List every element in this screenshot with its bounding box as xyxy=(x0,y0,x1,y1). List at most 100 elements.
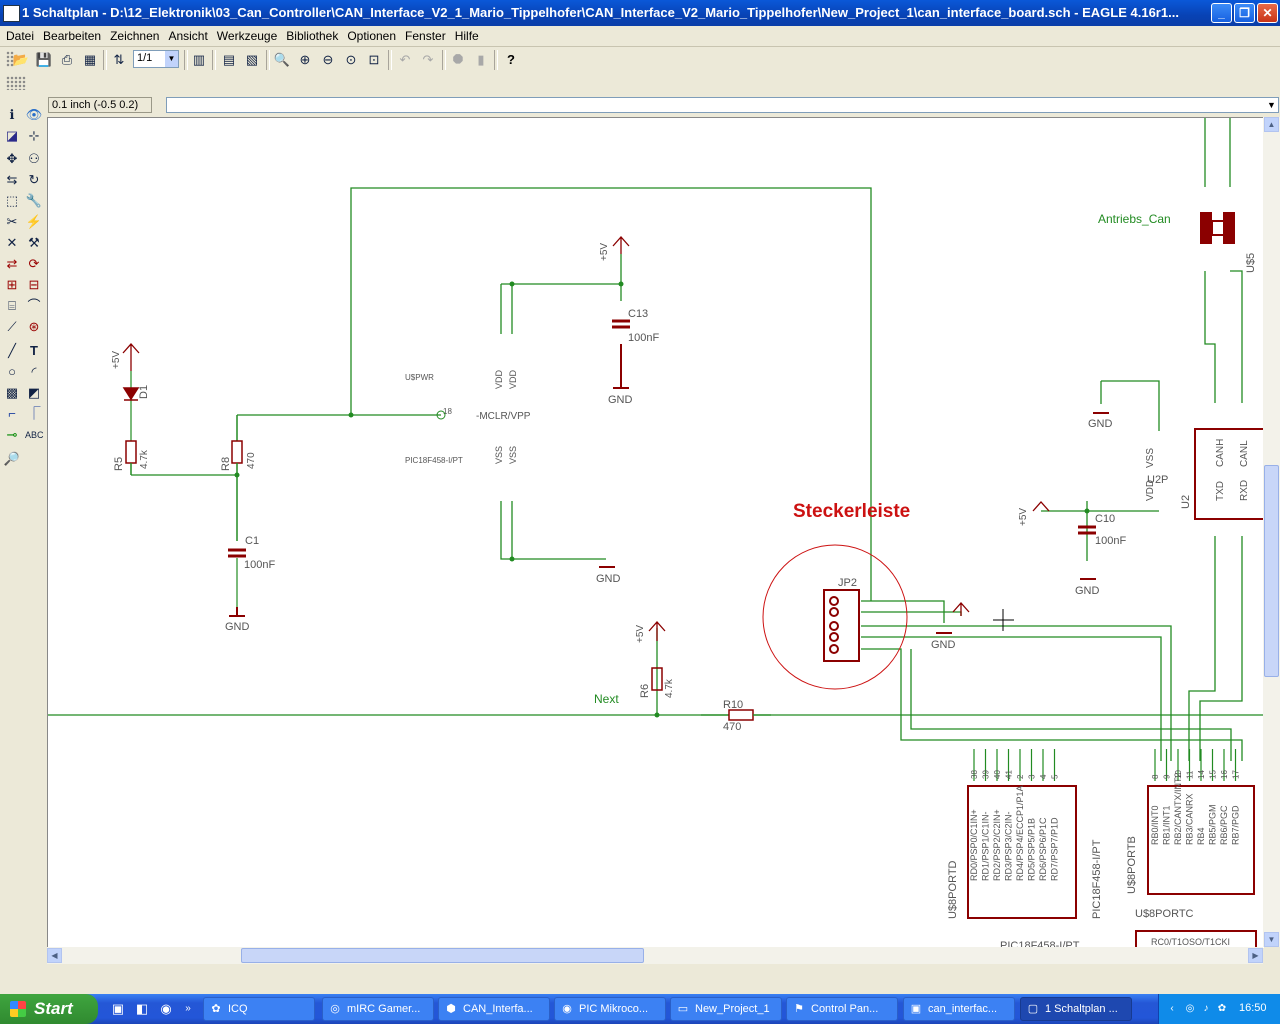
zoom-in-icon[interactable]: ⊕ xyxy=(299,52,311,67)
erc-icon[interactable]: 🔎 xyxy=(3,451,21,466)
menu-fenster[interactable]: Fenster xyxy=(405,29,446,43)
mirror-icon[interactable]: ⇆ xyxy=(6,172,18,187)
stop-icon[interactable]: ⯃ xyxy=(452,52,464,67)
scroll-left-icon[interactable]: ◀ xyxy=(47,948,62,963)
label-icon[interactable]: ABC xyxy=(25,430,44,440)
toolbar-grip[interactable] xyxy=(6,51,14,67)
polygon-icon[interactable]: ◩ xyxy=(27,385,41,400)
task-mirc[interactable]: ◎mIRC Gamer... xyxy=(322,997,434,1021)
tray-volume-icon[interactable]: ♪ xyxy=(1203,1003,1209,1014)
arc-icon[interactable]: ◜ xyxy=(31,364,37,379)
name-icon[interactable]: ⊞ xyxy=(6,277,18,292)
start-button[interactable]: Start xyxy=(0,994,98,1024)
pin-vdd-u2: VDD xyxy=(1145,480,1156,501)
pin-rxd: RXD xyxy=(1239,480,1250,501)
mark-icon[interactable]: ⊹ xyxy=(28,128,40,143)
cut-icon[interactable]: ⚡ xyxy=(25,214,43,229)
scroll-right-icon[interactable]: ▶ xyxy=(1248,948,1263,963)
split-icon[interactable]: ⟋ xyxy=(7,319,17,334)
undo-icon[interactable]: ↶ xyxy=(399,52,411,67)
pinswap-icon[interactable]: ⇄ xyxy=(6,256,18,271)
schematic-drawing[interactable]: +5V +5V +5V +5V GND GND GND GND GND GND … xyxy=(48,118,1264,948)
zoom-fit-icon[interactable]: 🔍 xyxy=(273,52,291,67)
menu-hilfe[interactable]: Hilfe xyxy=(454,29,479,43)
zoom-out-icon[interactable]: ⊖ xyxy=(322,52,334,67)
horizontal-scroll-thumb[interactable] xyxy=(241,948,644,963)
value-icon[interactable]: ⊟ xyxy=(28,277,40,292)
close-button[interactable]: ✕ xyxy=(1257,3,1278,23)
change-icon[interactable]: 🔧 xyxy=(25,193,43,208)
pin-canl: CANL xyxy=(1239,440,1250,467)
firefox-icon[interactable]: ◉ xyxy=(160,1001,172,1016)
sheet-icon[interactable]: ⇅ xyxy=(113,52,125,67)
zoom-area-icon[interactable]: ⊡ xyxy=(368,52,380,67)
part-value-c1: 100nF xyxy=(244,559,275,571)
tray-mirc-icon[interactable]: ◎ xyxy=(1185,1003,1195,1014)
maximize-button[interactable]: ❐ xyxy=(1234,3,1255,23)
more-quicklaunch-icon[interactable]: » xyxy=(185,1003,191,1014)
task-schaltplan[interactable]: ▢1 Schaltplan ... xyxy=(1020,997,1132,1021)
vertical-scroll-thumb[interactable] xyxy=(1264,465,1279,677)
miter-icon[interactable]: ⌒ xyxy=(27,298,41,313)
scroll-down-icon[interactable]: ▼ xyxy=(1264,932,1279,947)
wire-icon[interactable]: ╱ xyxy=(8,343,16,358)
move-icon[interactable]: ✥ xyxy=(6,151,18,166)
menu-bibliothek[interactable]: Bibliothek xyxy=(286,29,339,43)
net-icon[interactable]: ⎾ xyxy=(27,406,41,421)
group-icon[interactable]: ⬚ xyxy=(5,193,19,208)
go-icon[interactable]: ▮ xyxy=(477,52,485,67)
menu-ansicht[interactable]: Ansicht xyxy=(168,29,208,43)
bus-icon[interactable]: ⌐ xyxy=(8,406,16,421)
add-icon[interactable]: ⚒ xyxy=(28,235,40,250)
invoke-icon[interactable]: ⊛ xyxy=(28,319,40,334)
tray-expand-icon[interactable]: ‹ xyxy=(1170,1003,1174,1014)
cam-icon[interactable]: ▦ xyxy=(83,52,97,67)
schematic-canvas[interactable]: +5V +5V +5V +5V GND GND GND GND GND GND … xyxy=(47,117,1264,948)
text-icon[interactable]: T xyxy=(30,343,38,358)
save-icon[interactable]: 💾 xyxy=(35,52,53,67)
task-pic-mikrocontroller[interactable]: ◉PIC Mikroco... xyxy=(554,997,666,1021)
board-icon[interactable]: ▥ xyxy=(192,52,206,67)
vertical-scrollbar[interactable]: ▲ ▼ xyxy=(1263,117,1280,947)
rect-icon[interactable]: ▩ xyxy=(5,385,19,400)
horizontal-scrollbar[interactable]: ◀ ▶ xyxy=(47,947,1263,964)
zoom-redraw-icon[interactable]: ⊙ xyxy=(345,52,357,67)
eagle-app-icon[interactable] xyxy=(3,5,20,22)
ulp-icon[interactable]: ▧ xyxy=(245,52,259,67)
task-control-panel[interactable]: ⚑Control Pan... xyxy=(786,997,898,1021)
replace-icon[interactable]: ⟳ xyxy=(28,256,40,271)
toolbar-grip[interactable] xyxy=(6,76,26,90)
open-icon[interactable]: 📂 xyxy=(12,52,30,67)
display-icon[interactable]: ◪ xyxy=(5,128,19,143)
task-can-interface-board[interactable]: ▣can_interfac... xyxy=(903,997,1015,1021)
delete-icon[interactable]: ✕ xyxy=(6,235,18,250)
junction-icon[interactable]: ⊸ xyxy=(6,427,18,442)
smash-icon[interactable]: ⌸ xyxy=(8,298,16,313)
menu-werkzeuge[interactable]: Werkzeuge xyxy=(216,29,278,43)
part-name-c13: C13 xyxy=(628,308,648,320)
help-icon[interactable]: ? xyxy=(507,52,515,67)
menu-bearbeiten[interactable]: Bearbeiten xyxy=(43,29,102,43)
tray-icq-icon[interactable]: ✿ xyxy=(1217,1003,1227,1014)
redo-icon[interactable]: ↷ xyxy=(422,52,434,67)
menu-datei[interactable]: Datei xyxy=(6,29,35,43)
paste-icon[interactable]: ✂ xyxy=(6,214,18,229)
scroll-up-icon[interactable]: ▲ xyxy=(1264,117,1279,132)
task-new-project[interactable]: ▭New_Project_1 xyxy=(670,997,782,1021)
script-icon[interactable]: ▤ xyxy=(222,52,236,67)
menu-optionen[interactable]: Optionen xyxy=(347,29,397,43)
print-icon[interactable]: ⎙ xyxy=(61,52,73,67)
circle-icon[interactable]: ○ xyxy=(8,364,16,379)
show-icon[interactable]: 👁 xyxy=(25,107,43,122)
info-icon[interactable]: ℹ xyxy=(9,107,15,122)
sheet-select[interactable]: 1/1▼ xyxy=(133,50,179,68)
minimize-button[interactable]: _ xyxy=(1211,3,1232,23)
menu-zeichnen[interactable]: Zeichnen xyxy=(110,29,160,43)
task-icq[interactable]: ✿ICQ xyxy=(203,997,315,1021)
rotate-icon[interactable]: ↻ xyxy=(28,172,40,187)
copy-icon[interactable]: ⚇ xyxy=(28,151,40,166)
desktop-icon[interactable]: ▣ xyxy=(111,1001,125,1016)
task-can-interface[interactable]: ⬢CAN_Interfa... xyxy=(438,997,550,1021)
explorer-icon[interactable]: ◧ xyxy=(135,1001,149,1016)
command-input[interactable]: ▼ xyxy=(166,97,1279,113)
